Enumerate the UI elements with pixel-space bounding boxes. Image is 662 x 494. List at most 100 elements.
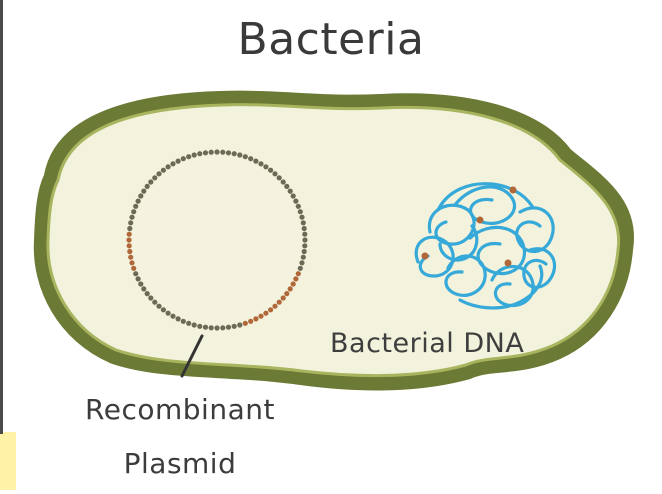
plasmid-bead (281, 295, 286, 300)
plasmid-bead (284, 184, 289, 189)
plasmid-bead (170, 161, 175, 166)
plasmid-bead (226, 325, 231, 330)
recombinant-plasmid-label-line1: Recombinant (40, 396, 320, 424)
plasmid-bead (136, 199, 141, 204)
plasmid-bead (141, 189, 146, 194)
plasmid-bead (176, 316, 181, 321)
plasmid-bead (302, 249, 307, 254)
plasmid-bead (156, 304, 161, 309)
plasmid-bead (301, 255, 306, 260)
plasmid-bead (253, 316, 258, 321)
plasmid-bead (293, 276, 298, 281)
plasmid-bead (186, 321, 191, 326)
plasmid-bead (148, 295, 153, 300)
plasmid-bead (296, 204, 301, 209)
plasmid-bead (181, 319, 186, 324)
plasmid-bead (299, 215, 304, 220)
plasmid-bead (197, 151, 202, 156)
plasmid-bead (298, 266, 303, 271)
plasmid-bead (268, 168, 273, 173)
left-frame-line (0, 0, 3, 434)
plasmid-bead (129, 260, 134, 265)
plasmid-bead (258, 314, 263, 319)
dna-marker (505, 260, 512, 267)
dna-marker (422, 253, 429, 260)
plasmid-bead (302, 243, 307, 248)
plasmid-bead (296, 271, 301, 276)
plasmid-bead (127, 243, 132, 248)
plasmid-bead (138, 281, 143, 286)
plasmid-bead (237, 322, 242, 327)
plasmid-bead (237, 152, 242, 157)
plasmid-bead (243, 154, 248, 159)
plasmid-bead (214, 149, 219, 154)
plasmid-bead (170, 314, 175, 319)
plasmid-bead (161, 168, 166, 173)
plasmid-bead (220, 150, 225, 155)
plasmid-bead (232, 324, 237, 329)
plasmid-bead (145, 291, 150, 296)
plasmid-bead (302, 237, 307, 242)
diagram-title: Bacteria (0, 18, 662, 62)
plasmid-bead (220, 325, 225, 330)
plasmid-bead (129, 215, 134, 220)
plasmid-bead (293, 199, 298, 204)
corner-highlight (0, 432, 16, 490)
plasmid-bead (176, 159, 181, 164)
dna-marker (510, 187, 517, 194)
plasmid-bead (299, 260, 304, 265)
plasmid-bead (131, 266, 136, 271)
plasmid-bead (138, 193, 143, 198)
plasmid-bead (166, 164, 171, 169)
plasmid-bead (192, 152, 197, 157)
plasmid-bead (298, 209, 303, 214)
plasmid-bead (232, 151, 237, 156)
plasmid-bead (203, 150, 208, 155)
plasmid-bead (253, 159, 258, 164)
plasmid-bead (263, 311, 268, 316)
plasmid-bead (127, 232, 132, 237)
recombinant-plasmid-ring (126, 149, 307, 330)
plasmid-bead (209, 150, 214, 155)
plasmid-bead (268, 307, 273, 312)
plasmid-bead (272, 171, 277, 176)
plasmid-bead (277, 175, 282, 180)
plasmid-bead (291, 193, 296, 198)
plasmid-bead (131, 209, 136, 214)
plasmid-bead (136, 276, 141, 281)
plasmid-bead (288, 189, 293, 194)
plasmid-bead (128, 255, 133, 260)
plasmid-bead (272, 304, 277, 309)
dna-marker (477, 217, 484, 224)
plasmid-bead (277, 300, 282, 305)
bacterial-dna-label: Bacterial DNA (330, 330, 524, 357)
plasmid-bead (263, 164, 268, 169)
plasmid-bead (214, 325, 219, 330)
plasmid-bead (152, 300, 157, 305)
plasmid-bead (284, 291, 289, 296)
plasmid-bead (161, 307, 166, 312)
plasmid-bead (152, 175, 157, 180)
plasmid-bead (192, 322, 197, 327)
plasmid-interior (133, 156, 301, 324)
plasmid-bead (197, 324, 202, 329)
plasmid-bead (141, 286, 146, 291)
plasmid-bead (133, 204, 138, 209)
plasmid-bead (258, 161, 263, 166)
plasmid-bead (243, 321, 248, 326)
plasmid-bead (186, 154, 191, 159)
plasmid-bead (248, 319, 253, 324)
plasmid-bead (301, 220, 306, 225)
plasmid-bead (166, 311, 171, 316)
plasmid-bead (248, 156, 253, 161)
plasmid-bead (281, 179, 286, 184)
recombinant-plasmid-label-line2: Plasmid (40, 450, 320, 478)
plasmid-bead (127, 249, 132, 254)
plasmid-bead (288, 286, 293, 291)
plasmid-bead (209, 325, 214, 330)
plasmid-bead (302, 226, 307, 231)
plasmid-bead (133, 271, 138, 276)
plasmid-bead (302, 232, 307, 237)
plasmid-bead (148, 179, 153, 184)
